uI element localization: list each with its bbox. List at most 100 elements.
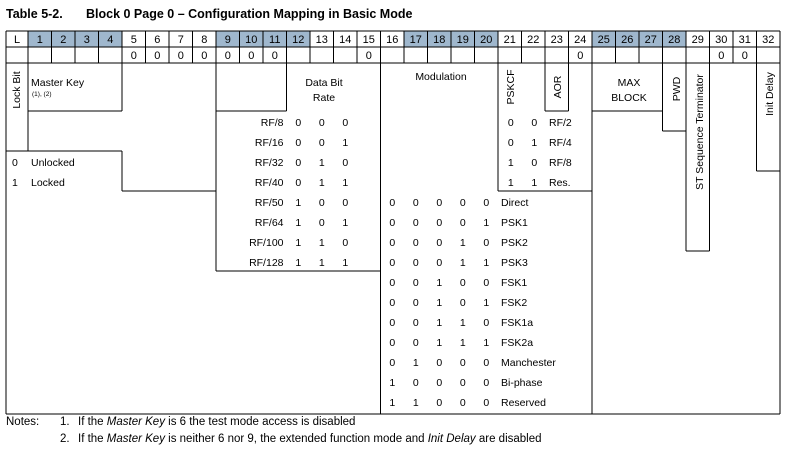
data-rate-bit: 1 [342, 137, 348, 149]
bit-header: L [14, 34, 20, 46]
header-cell-shaded [51, 31, 75, 47]
bit-header: 13 [316, 34, 328, 46]
modulation-bit: 0 [413, 217, 419, 229]
data-rate-bit: 0 [295, 157, 301, 169]
bit-header: 4 [107, 34, 113, 46]
bit-header: 20 [480, 34, 492, 46]
pskcf-bit: 1 [531, 137, 537, 149]
lock-value: 1 [12, 177, 18, 189]
bit-header: 16 [386, 34, 398, 46]
header-cell-shaded [263, 31, 287, 47]
modulation-bit: 0 [460, 377, 466, 389]
modulation-label-value: PSK2 [501, 237, 528, 249]
st-sequence-terminator-label: ST Sequence Terminator [694, 74, 706, 190]
data-bit-rate-label-line1: Data Bit [305, 77, 342, 89]
pskcf-bit: 1 [531, 177, 537, 189]
header-cell-shaded [28, 31, 52, 47]
bit-header: 23 [551, 34, 563, 46]
modulation-bit: 0 [483, 317, 489, 329]
header-cell-shaded [98, 31, 122, 47]
data-rate-bit: 1 [342, 257, 348, 269]
modulation-label-value: Direct [501, 197, 529, 209]
data-rate-label: RF/128 [249, 257, 284, 269]
header-cell-shaded [216, 31, 240, 47]
modulation-bit: 1 [389, 397, 395, 409]
modulation-bit: 0 [389, 217, 395, 229]
bit-header: 30 [715, 34, 727, 46]
fixed-zero-bit: 0 [248, 50, 254, 62]
bit-header: 31 [739, 34, 751, 46]
modulation-bit: 1 [460, 237, 466, 249]
modulation-bit: 0 [483, 377, 489, 389]
master-key-footnote-ref: (1), (2) [32, 91, 52, 98]
lock-label: Locked [31, 177, 65, 189]
bit-header: 26 [621, 34, 633, 46]
data-rate-bit: 0 [342, 237, 348, 249]
modulation-bit: 1 [413, 397, 419, 409]
bit-header: 25 [598, 34, 610, 46]
header-cell-shaded [662, 31, 686, 47]
modulation-label-value: Manchester [501, 357, 556, 369]
bit-header: 11 [269, 34, 280, 46]
fixed-zero-bit: 0 [577, 50, 583, 62]
fixed-zero-bit: 0 [718, 50, 724, 62]
max-block-label-line2: BLOCK [611, 92, 647, 104]
bit-header: 21 [504, 34, 516, 46]
data-rate-label: RF/50 [255, 197, 284, 209]
data-rate-bit: 1 [319, 237, 325, 249]
header-cell-shaded [474, 31, 498, 47]
data-rate-bit: 0 [295, 177, 301, 189]
bit-header: 19 [457, 34, 469, 46]
bit-header: 2 [60, 34, 66, 46]
header-cell-shaded [286, 31, 310, 47]
pskcf-label: Res. [549, 177, 571, 189]
data-rate-bit: 1 [342, 217, 348, 229]
modulation-bit: 0 [483, 197, 489, 209]
data-rate-bit: 0 [319, 137, 325, 149]
pskcf-bit: 0 [531, 157, 537, 169]
modulation-bit: 0 [413, 297, 419, 309]
pskcf-bit: 1 [508, 157, 514, 169]
pskcf-bit: 0 [508, 117, 514, 129]
modulation-bit: 0 [389, 257, 395, 269]
data-rate-bit: 1 [295, 197, 301, 209]
header-cell-shaded [404, 31, 428, 47]
bit-header: 22 [527, 34, 539, 46]
modulation-bit: 0 [413, 237, 419, 249]
modulation-bit: 0 [389, 277, 395, 289]
pskcf-label: RF/4 [549, 137, 572, 149]
bit-header: 17 [410, 34, 422, 46]
lock-label: Unlocked [31, 157, 75, 169]
data-rate-bit: 1 [295, 217, 301, 229]
modulation-bit: 1 [483, 337, 489, 349]
lock-value: 0 [12, 157, 18, 169]
data-rate-bit: 0 [319, 217, 325, 229]
fixed-zero-bit: 0 [272, 50, 278, 62]
pskcf-label: RF/2 [549, 117, 572, 129]
modulation-bit: 1 [436, 337, 442, 349]
modulation-label-value: FSK1a [501, 317, 533, 329]
modulation-bit: 0 [413, 337, 419, 349]
bit-header: 29 [692, 34, 704, 46]
bit-header: 18 [433, 34, 445, 46]
data-rate-label: RF/100 [249, 237, 284, 249]
header-cell-shaded [639, 31, 663, 47]
modulation-bit: 1 [483, 217, 489, 229]
data-rate-bit: 0 [342, 117, 348, 129]
bit-header: 1 [37, 34, 43, 46]
bit-header: 32 [762, 34, 774, 46]
modulation-label-value: FSK1 [501, 277, 527, 289]
modulation-bit: 0 [413, 277, 419, 289]
header-cell-shaded [427, 31, 451, 47]
fixed-zero-bit: 0 [225, 50, 231, 62]
modulation-bit: 0 [436, 217, 442, 229]
modulation-bit: 1 [460, 337, 466, 349]
bit-header: 28 [668, 34, 680, 46]
modulation-bit: 0 [436, 257, 442, 269]
modulation-bit: 0 [389, 317, 395, 329]
modulation-bit: 1 [389, 377, 395, 389]
modulation-bit: 0 [389, 337, 395, 349]
fixed-zero-bit: 0 [131, 50, 137, 62]
data-rate-bit: 1 [319, 177, 325, 189]
